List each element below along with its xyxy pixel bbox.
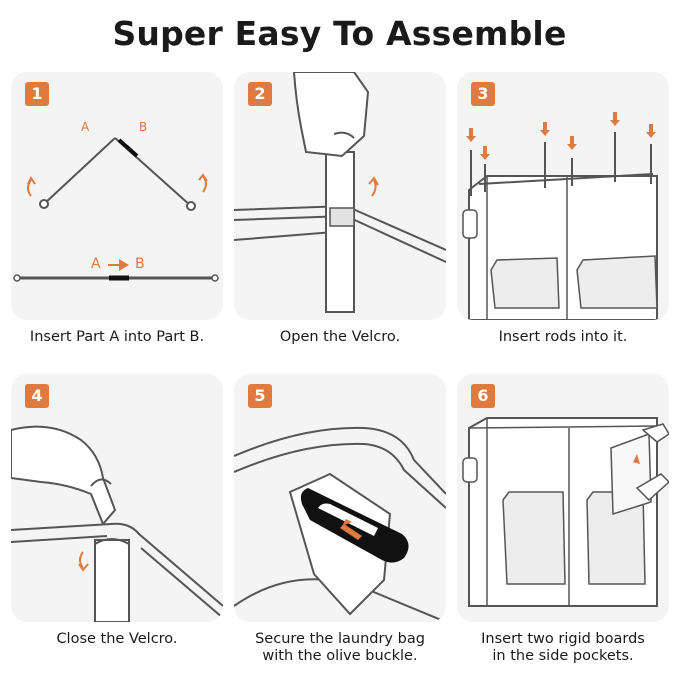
label-a-bottom: A [91,256,101,272]
step-4-panel: 4 [11,374,223,622]
step-6-badge: 6 [471,384,495,408]
rigid-boards-illustration [462,417,669,607]
step-4-caption: Close the Velcro. [56,631,178,647]
buckle-illustration [234,426,446,622]
insert-rods-illustration [462,112,658,320]
step-2-badge: 2 [248,82,272,106]
step-6-caption-line-1: Insert two rigid boards [481,631,645,647]
step-4-badge: 4 [25,384,49,408]
step-5-badge: 5 [248,384,272,408]
step-3-badge: 3 [471,82,495,106]
rod-assembly-illustration [13,137,219,282]
step-3-panel: 3 [457,72,669,320]
step-6-panel: 6 [457,374,669,622]
step-6-caption-line-2: in the side pockets. [492,648,634,664]
page-title: Super Easy To Assemble [112,14,567,53]
step-2-caption: Open the Velcro. [279,329,401,345]
step-5-caption-line-2: with the olive buckle. [262,648,418,664]
label-b: B [139,120,148,134]
velcro-open-illustration [234,72,446,313]
step-1-panel: 1 A B A B [11,72,223,320]
step-5-panel: 5 [234,374,446,622]
step-3-caption: Insert rods into it. [498,329,628,345]
step-2-panel: 2 [234,72,446,320]
label-b-bottom: B [135,256,145,272]
label-a: A [81,120,90,134]
velcro-close-illustration [11,425,223,622]
step-1-badge: 1 [25,82,49,106]
step-5-caption-line-1: Secure the laundry bag [255,631,425,647]
step-1-caption: Insert Part A into Part B. [29,329,205,345]
